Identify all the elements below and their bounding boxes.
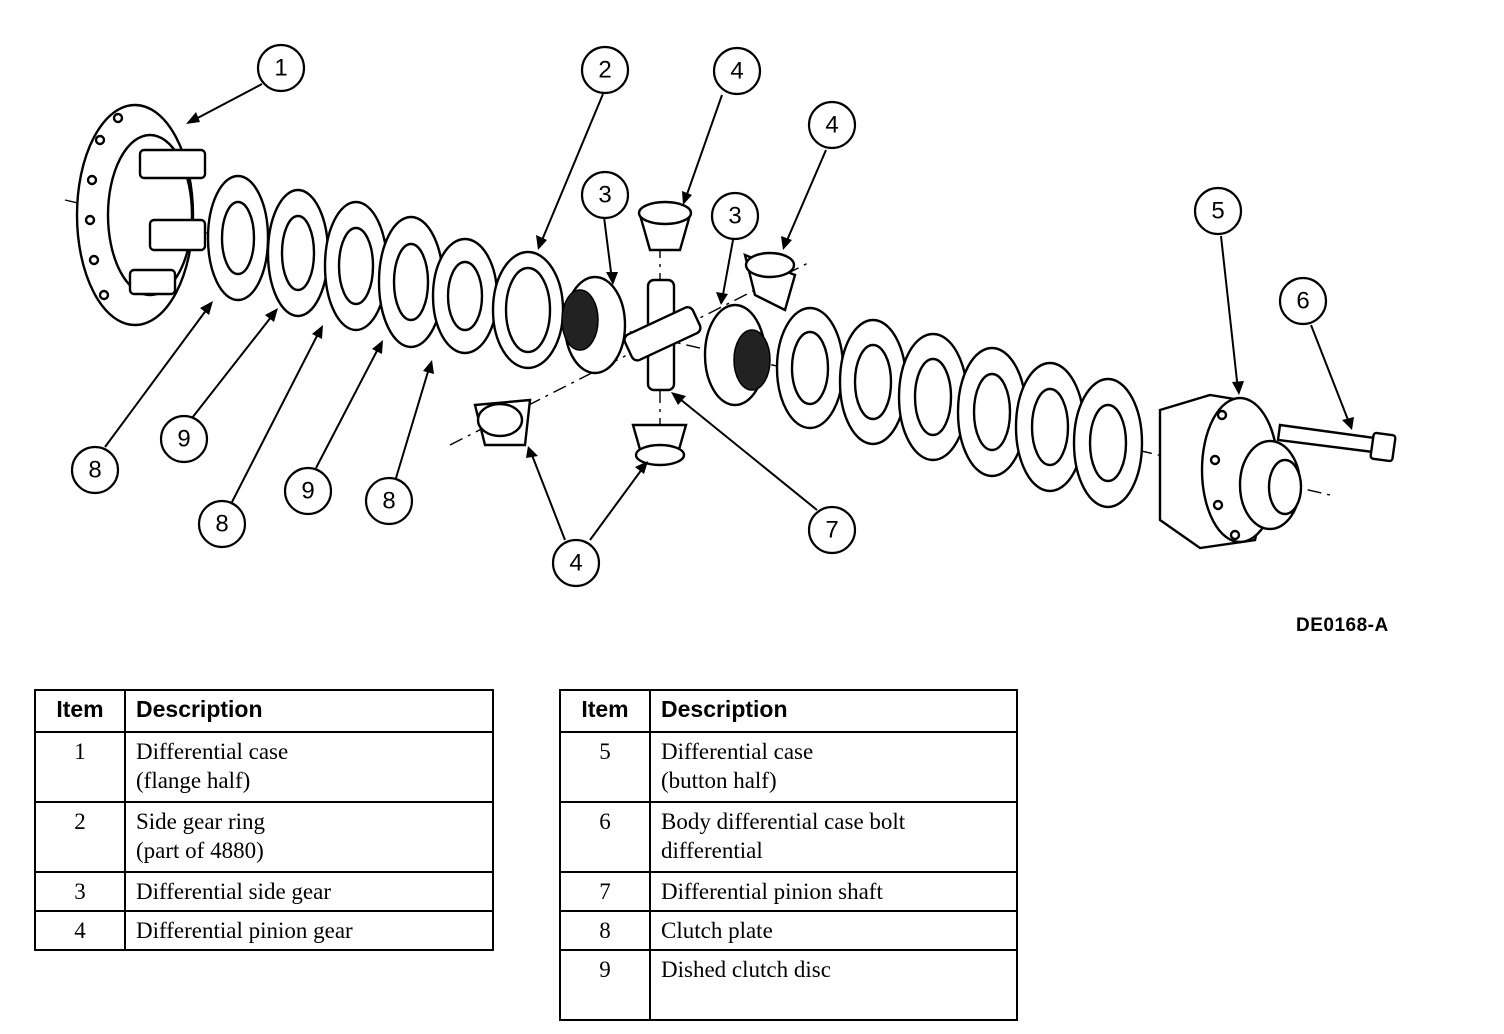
- callout-3a: 3: [580, 170, 630, 220]
- callout-label: 8: [215, 511, 228, 538]
- legend-item-number: 9: [559, 949, 651, 1021]
- callout-label: 8: [88, 457, 101, 484]
- callout-label: 8: [382, 488, 395, 515]
- callout-4a: 4: [712, 46, 762, 96]
- right-clutch-stack: [775, 306, 1144, 509]
- legend-description: Side gear ring (part of 4880): [124, 801, 494, 873]
- legend-description: Differential pinion shaft: [649, 871, 1018, 912]
- callout-4b: 4: [807, 100, 857, 150]
- leader-lines: [104, 83, 1354, 541]
- callout-label: 7: [825, 517, 838, 544]
- callout-label: 6: [1296, 288, 1309, 315]
- legend-item-number: 1: [34, 731, 126, 803]
- side-gear-left: [561, 275, 627, 375]
- pinion-gear-lower-left: [473, 398, 532, 447]
- differential-case-flange-half: [75, 103, 207, 327]
- description-column-header: Description: [649, 689, 1018, 733]
- legend-row: 6 Body differential case bolt differenti…: [559, 801, 1018, 873]
- differential-case-button-half: [1158, 393, 1303, 550]
- callout-label: 2: [598, 57, 611, 84]
- pinion-shaft: [623, 278, 702, 392]
- callout-9b: 9: [283, 466, 333, 516]
- callout-label: 9: [177, 426, 190, 453]
- legend-item-number: 6: [559, 801, 651, 873]
- pinion-gear-bottom: [631, 423, 688, 467]
- legend-description: Differential pinion gear: [124, 910, 494, 951]
- callout-7: 7: [807, 505, 857, 555]
- legend-item-number: 3: [34, 871, 126, 912]
- pinion-gear-upper-right: [743, 251, 797, 312]
- item-column-header: Item: [559, 689, 651, 733]
- callout-label: 3: [728, 203, 741, 230]
- legend-row: 2 Side gear ring (part of 4880): [34, 801, 494, 873]
- item-column-header: Item: [34, 689, 126, 733]
- legend-row: 9 Dished clutch disc: [559, 949, 1018, 1021]
- callout-label: 4: [569, 550, 582, 577]
- legend-item-number: 4: [34, 910, 126, 951]
- legend-item-number: 8: [559, 910, 651, 951]
- callout-label: 4: [730, 58, 743, 85]
- legend-row: 4 Differential pinion gear: [34, 910, 494, 951]
- callout-3b: 3: [710, 191, 760, 241]
- callout-label: 5: [1211, 198, 1224, 225]
- callout-8c: 8: [364, 476, 414, 526]
- callout-8b: 8: [197, 499, 247, 549]
- legend-description: Dished clutch disc: [649, 949, 1018, 1021]
- callout-6: 6: [1278, 276, 1328, 326]
- legend-row: 5 Differential case (button half): [559, 731, 1018, 803]
- callout-label: 3: [598, 182, 611, 209]
- figure-code: DE0168-A: [1296, 615, 1389, 636]
- callout-8a: 8: [70, 445, 120, 495]
- pinion-gear-top: [637, 200, 693, 252]
- legend-row: 3 Differential side gear: [34, 871, 494, 912]
- callout-5: 5: [1193, 186, 1243, 236]
- callout-4c: 4: [551, 538, 601, 588]
- callout-label: 1: [274, 55, 287, 82]
- legend-description: Differential case (flange half): [124, 731, 494, 803]
- callout-2: 2: [580, 45, 630, 95]
- legend-header-row: Item Description: [34, 689, 494, 733]
- legend-description: Clutch plate: [649, 910, 1018, 951]
- side-gear-ring: [491, 250, 565, 370]
- legend-row: 7 Differential pinion shaft: [559, 871, 1018, 912]
- legend-table-left: Item Description 1 Differential case (fl…: [34, 689, 494, 951]
- legend-description: Differential side gear: [124, 871, 494, 912]
- callout-9a: 9: [159, 414, 209, 464]
- description-column-header: Description: [124, 689, 494, 733]
- legend-item-number: 5: [559, 731, 651, 803]
- callout-label: 4: [825, 112, 838, 139]
- legend-header-row: Item Description: [559, 689, 1018, 733]
- legend-table-right: Item Description 5 Differential case (bu…: [559, 689, 1018, 1021]
- legend-item-number: 2: [34, 801, 126, 873]
- exploded-differential-diagram: 1 2 3 3 4 4 4 5 6 7 8 8: [64, 43, 1397, 588]
- callout-1: 1: [256, 43, 306, 93]
- left-clutch-stack: [206, 174, 499, 355]
- callout-label: 9: [301, 478, 314, 505]
- legend-item-number: 7: [559, 871, 651, 912]
- legend-row: 1 Differential case (flange half): [34, 731, 494, 803]
- legend-row: 8 Clutch plate: [559, 910, 1018, 951]
- legend-description: Body differential case bolt differential: [649, 801, 1018, 873]
- legend-description: Differential case (button half): [649, 731, 1018, 803]
- side-gear-right: [703, 303, 771, 407]
- case-bolt: [1276, 423, 1397, 463]
